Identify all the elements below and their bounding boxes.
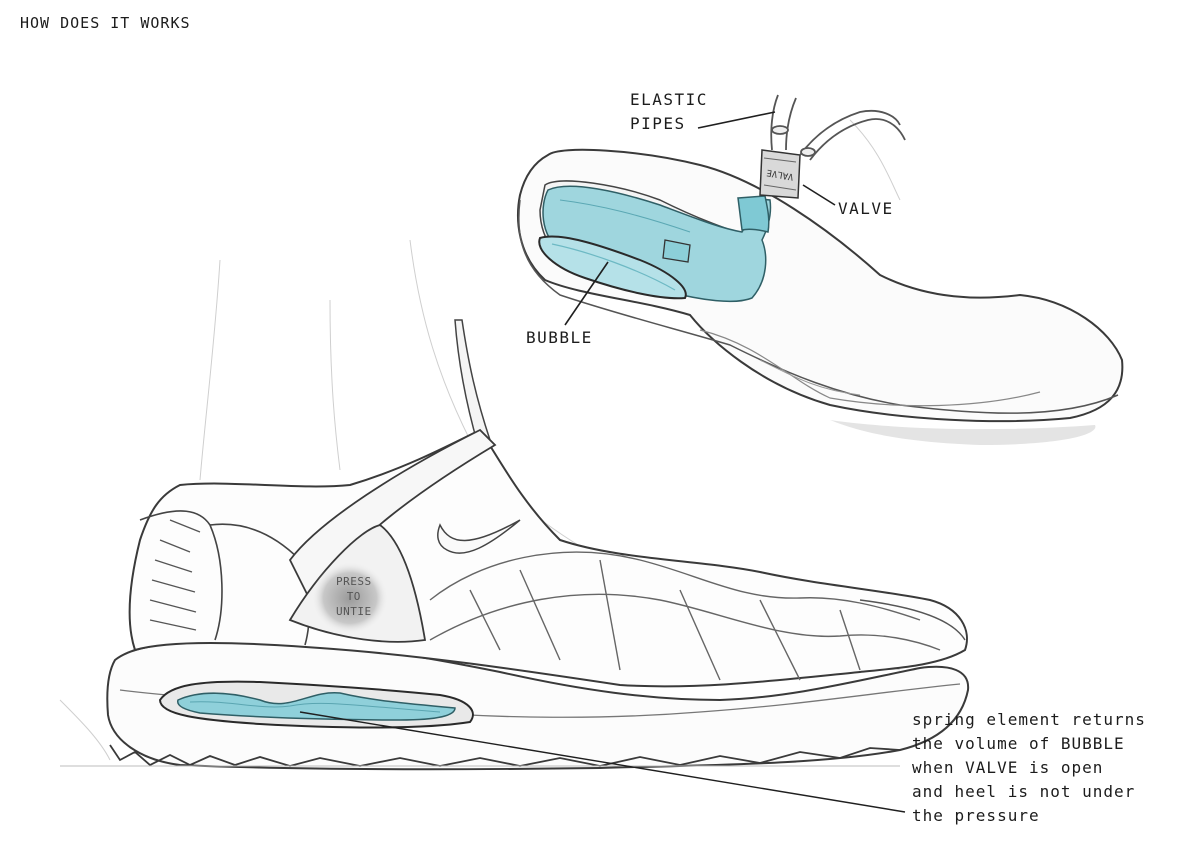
spring-note: spring element returns the volume of BUB… xyxy=(912,708,1146,828)
note-line: when VALVE is open xyxy=(912,758,1104,777)
note-line: the pressure xyxy=(912,806,1040,825)
valve-stamp: VALVE xyxy=(766,167,794,182)
note-line: spring element returns xyxy=(912,710,1146,729)
swoosh-logo xyxy=(437,519,521,554)
note-line: the volume of BUBBLE xyxy=(912,734,1125,753)
elastic-pipes-label-line: PIPES xyxy=(630,114,686,133)
press-label-line: PRESS xyxy=(336,575,372,588)
bubble-slot xyxy=(538,235,687,300)
elastic-pipes-label: ELASTIC PIPES xyxy=(630,88,708,136)
press-to-untie-label: PRESS TO UNTIE xyxy=(336,574,372,619)
shoe-sketch xyxy=(60,319,970,813)
page-title: HOW DOES IT WORKS xyxy=(20,14,191,32)
leader-lines xyxy=(564,111,836,326)
heel-bubble xyxy=(177,692,456,721)
sole-lower-edge xyxy=(518,199,1119,414)
valve-label: VALVE xyxy=(838,199,894,218)
press-label-line: TO xyxy=(346,590,361,603)
elastic-pipes xyxy=(770,94,906,161)
bubble-label: BUBBLE xyxy=(526,328,593,347)
sole-sketch: VALVE xyxy=(517,94,1124,445)
valve-body xyxy=(759,149,801,199)
press-button xyxy=(312,562,388,634)
sole-shadow xyxy=(830,420,1096,445)
shoe-tread xyxy=(109,744,901,767)
note-leader-line xyxy=(299,711,906,813)
elastic-pipes-label-line: ELASTIC xyxy=(630,90,708,109)
note-line: and heel is not under xyxy=(912,782,1136,801)
press-label-line: UNTIE xyxy=(336,605,372,618)
upper-lattice xyxy=(429,551,941,681)
